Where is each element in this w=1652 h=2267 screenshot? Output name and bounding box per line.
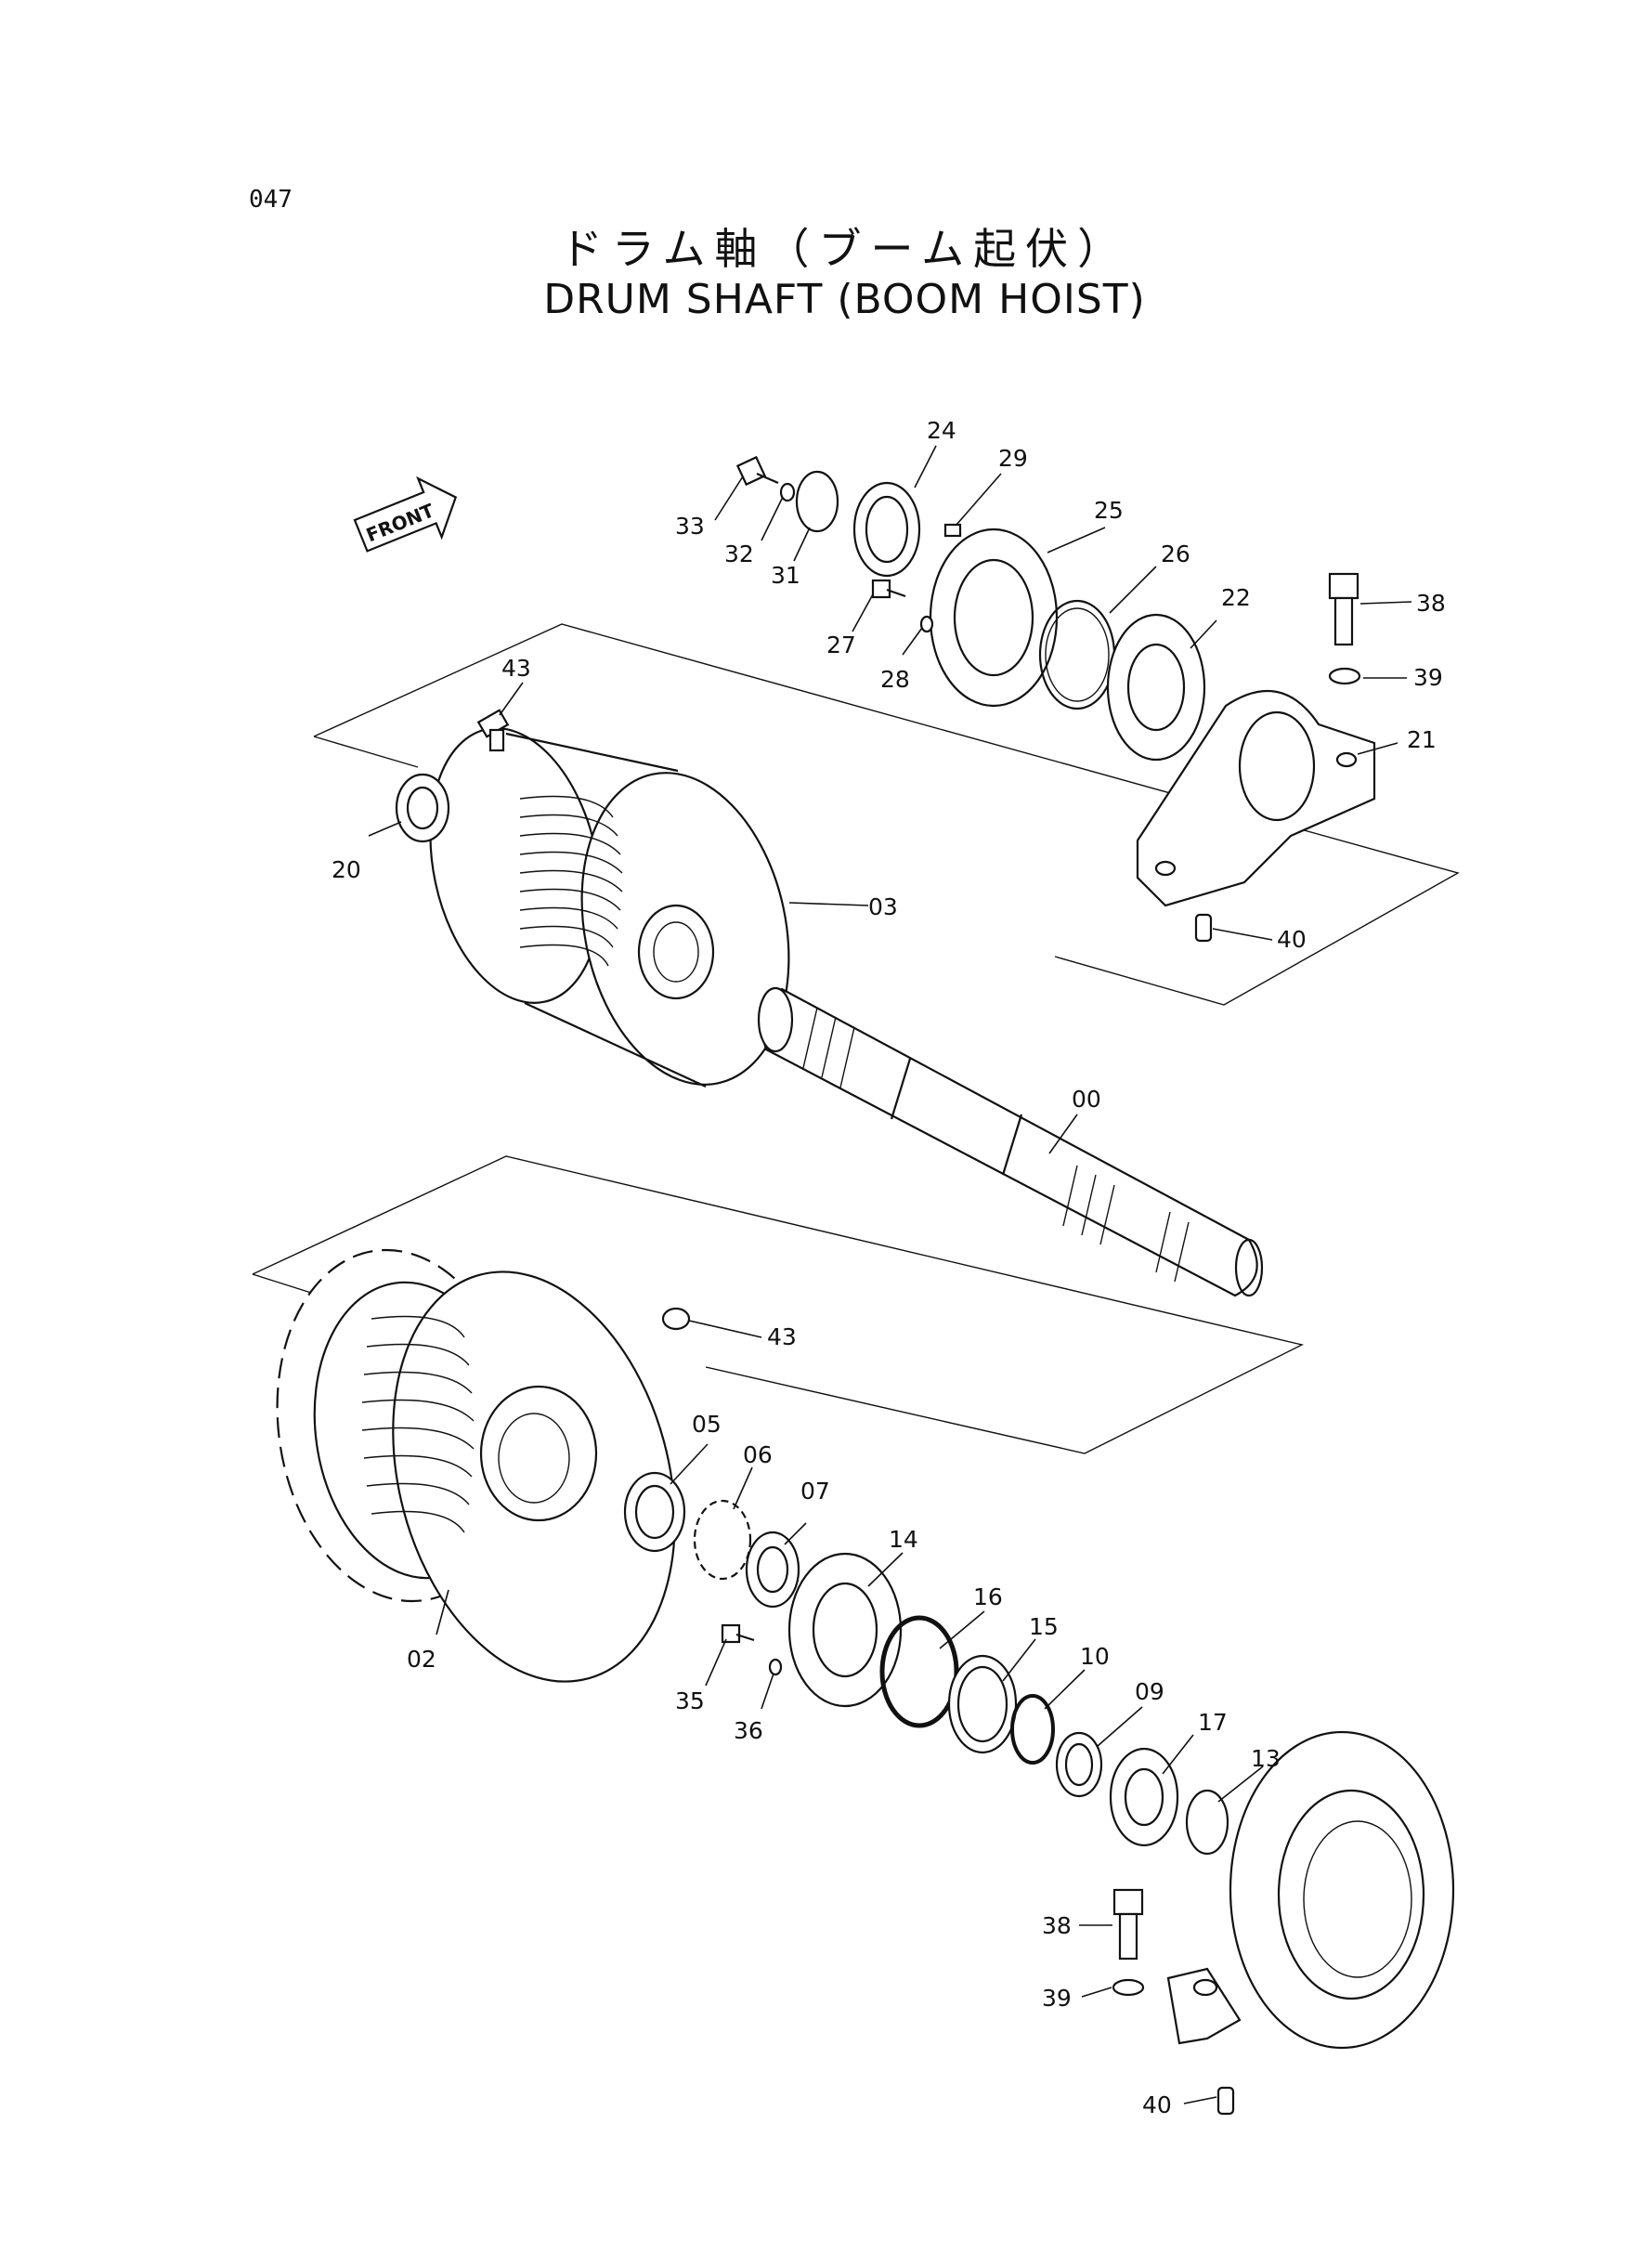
callout-39-lower: 39 xyxy=(1042,1985,1072,2012)
callout-labels: 00 02 03 05 06 07 09 10 13 14 15 16 17 2… xyxy=(332,417,1446,2118)
callout-31: 31 xyxy=(771,562,800,589)
plug-29 xyxy=(943,523,962,538)
bearing-22 xyxy=(1106,613,1206,762)
o-ring-10 xyxy=(1010,1694,1055,1765)
cover-24 xyxy=(852,481,921,578)
callout-17: 17 xyxy=(1198,1709,1228,1736)
snap-ring-13 xyxy=(1185,1789,1229,1856)
title-english: DRUM SHAFT (BOOM HOIST) xyxy=(543,276,1146,323)
callout-20: 20 xyxy=(332,856,361,883)
pillow-block-21 xyxy=(1136,689,1376,907)
grease-nipple-43-upper xyxy=(476,709,510,752)
callout-06: 06 xyxy=(743,1441,773,1468)
bolt-33 xyxy=(735,455,779,487)
callout-35: 35 xyxy=(675,1687,705,1714)
pin-40-lower xyxy=(1216,2086,1235,2116)
o-ring-16 xyxy=(879,1615,959,1728)
callout-00: 00 xyxy=(1072,1086,1101,1113)
nut-07 xyxy=(745,1531,800,1609)
callout-40-lower: 40 xyxy=(1142,2091,1172,2118)
housing-14 xyxy=(787,1552,903,1708)
drum-shaft xyxy=(757,986,1264,1297)
collar-05 xyxy=(623,1471,686,1553)
callout-14: 14 xyxy=(889,1526,918,1553)
upper-assembly-outline xyxy=(313,623,1460,1006)
callout-13: 13 xyxy=(1251,1745,1281,1772)
callout-36: 36 xyxy=(734,1717,763,1744)
pillow-block-lower xyxy=(1166,1730,1455,2050)
callout-15: 15 xyxy=(1029,1613,1059,1640)
callout-05: 05 xyxy=(692,1411,722,1438)
callout-40: 40 xyxy=(1277,926,1307,953)
bolt-38-upper xyxy=(1328,572,1359,646)
callout-07: 07 xyxy=(800,1478,830,1505)
callout-43-lower: 43 xyxy=(767,1323,797,1350)
callout-10: 10 xyxy=(1080,1643,1110,1670)
washer-36 xyxy=(768,1658,783,1676)
callout-21: 21 xyxy=(1407,726,1437,753)
bolt-38-lower xyxy=(1112,1888,1144,1961)
callout-32: 32 xyxy=(724,541,754,567)
title-japanese: ドラム軸（ブーム起伏） xyxy=(559,224,1130,274)
washer-32 xyxy=(779,482,796,502)
callout-26: 26 xyxy=(1161,541,1190,567)
callout-33: 33 xyxy=(675,513,705,540)
front-arrow-icon: FRONT xyxy=(353,476,458,553)
callout-03: 03 xyxy=(868,893,898,920)
lock-washer-06 xyxy=(693,1499,752,1581)
callout-02: 02 xyxy=(407,1646,436,1673)
collar-20 xyxy=(395,773,450,843)
lower-assembly-outline xyxy=(252,1155,1305,1454)
pin-40-upper xyxy=(1194,913,1213,943)
bolt-27 xyxy=(871,579,906,599)
drum-lower xyxy=(276,1248,676,1683)
callout-38: 38 xyxy=(1416,590,1446,617)
callout-24: 24 xyxy=(927,417,956,444)
plate-31 xyxy=(795,470,839,533)
callout-29: 29 xyxy=(998,445,1028,472)
washer-28 xyxy=(919,615,934,633)
callout-28: 28 xyxy=(880,666,910,693)
callout-09: 09 xyxy=(1135,1678,1164,1705)
collar-09 xyxy=(1055,1731,1103,1798)
bolt-35 xyxy=(721,1623,755,1644)
grease-nipple-43-lower xyxy=(661,1307,691,1331)
page-number: 047 xyxy=(249,186,293,214)
callout-43: 43 xyxy=(501,655,531,682)
leader-lines xyxy=(368,445,1412,2104)
callout-16: 16 xyxy=(973,1583,1003,1610)
drum-upper xyxy=(429,727,790,1088)
callout-22: 22 xyxy=(1221,584,1251,611)
bearing-17 xyxy=(1109,1747,1179,1847)
callout-25: 25 xyxy=(1094,497,1124,524)
housing-25 xyxy=(929,528,1059,708)
washer-39-upper xyxy=(1328,667,1361,685)
callout-27: 27 xyxy=(826,632,856,658)
callout-38-lower: 38 xyxy=(1042,1912,1072,1939)
callout-39: 39 xyxy=(1413,664,1443,691)
washer-39-lower xyxy=(1112,1978,1145,1997)
ring-15 xyxy=(947,1654,1018,1754)
